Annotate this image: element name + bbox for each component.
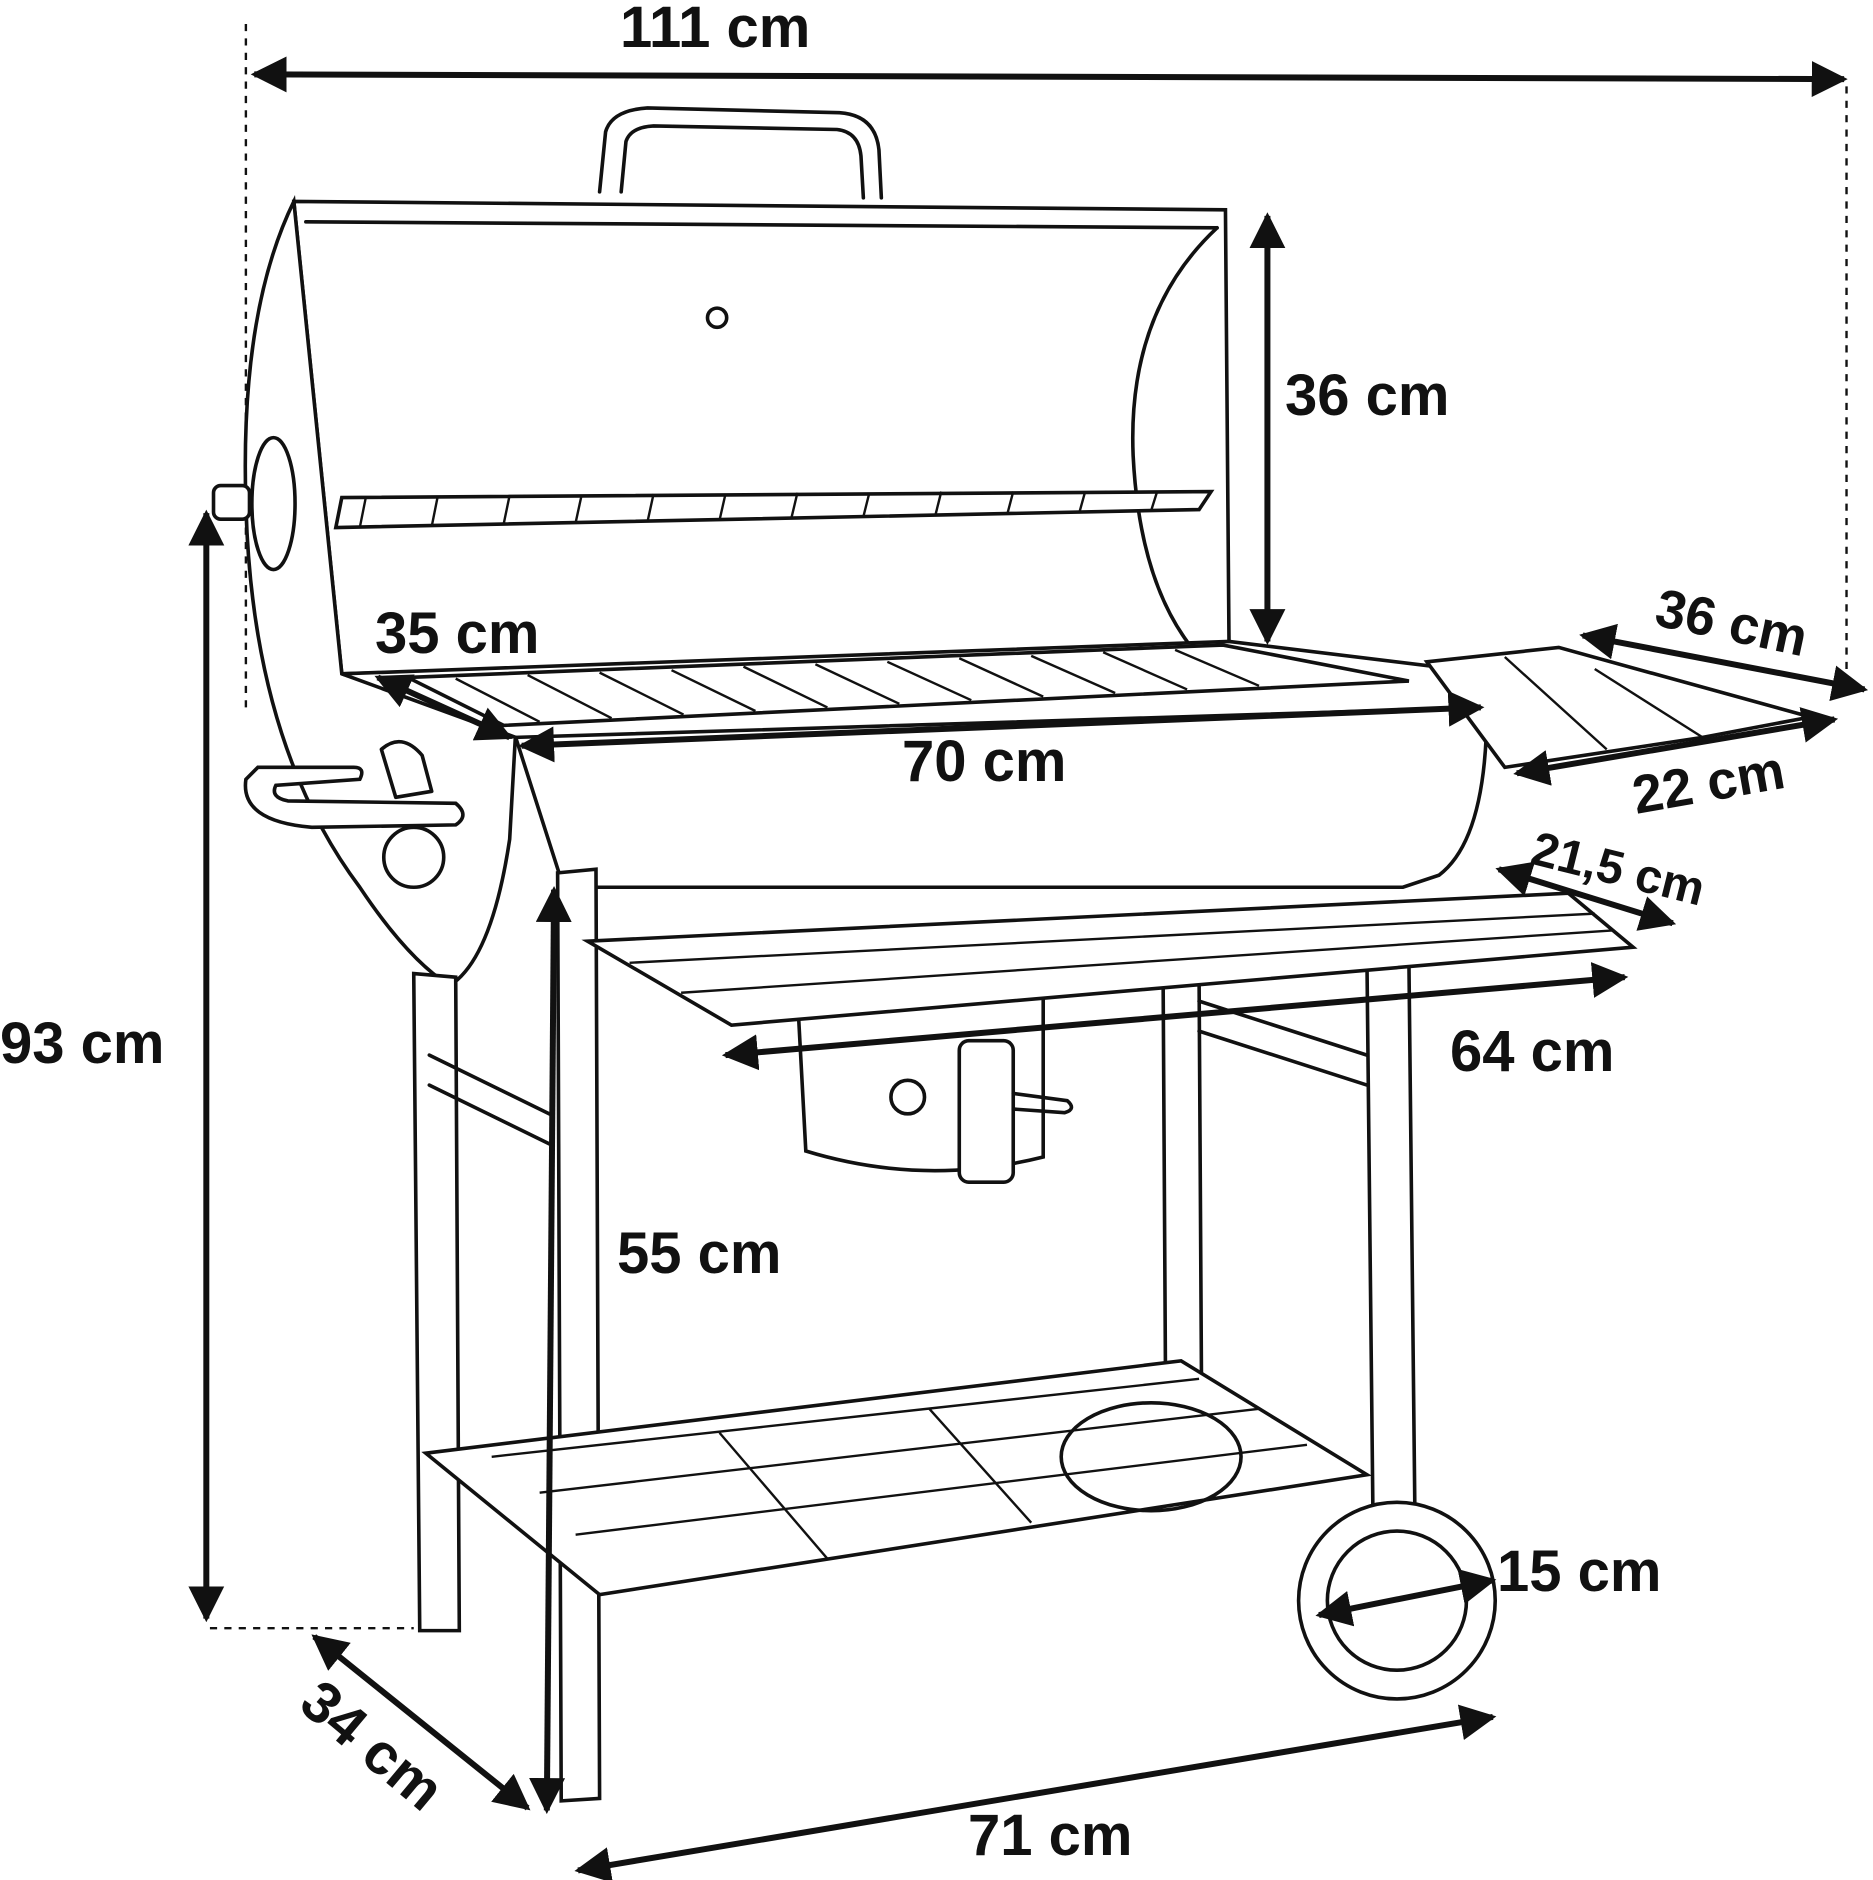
wheel-diameter-label: 15 cm [1497, 1539, 1662, 1604]
dimension-arrows [188, 56, 1869, 1880]
overall-width-label: 111 cm [620, 0, 811, 60]
total-height-label: 93 cm [0, 1011, 165, 1076]
lid-height-label: 36 cm [1285, 363, 1450, 428]
extension-lines [209, 23, 1848, 1630]
cart-height-label: 55 cm [617, 1221, 782, 1286]
base-width-label: 71 cm [968, 1803, 1133, 1868]
front-shelf-width-label: 64 cm [1450, 1019, 1615, 1084]
grill-width-label: 70 cm [902, 729, 1067, 794]
grill-depth-label: 35 cm [375, 601, 540, 666]
